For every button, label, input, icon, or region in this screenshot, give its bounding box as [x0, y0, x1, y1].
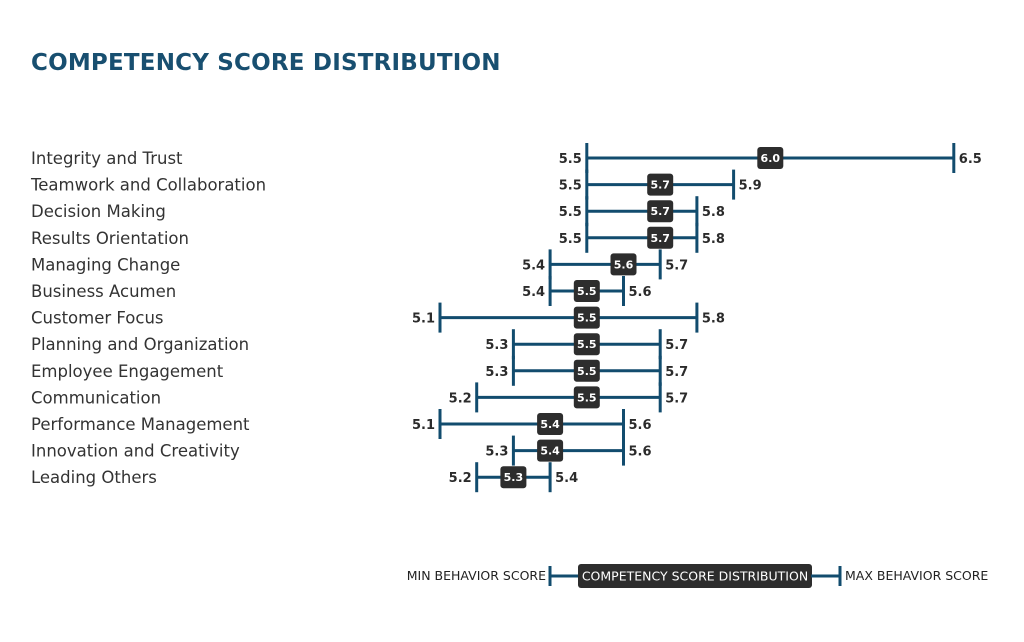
legend-badge	[578, 564, 812, 588]
max-value-label: 5.7	[665, 391, 688, 406]
legend-mid-label: COMPETENCY SCORE DISTRIBUTION	[582, 569, 808, 584]
min-value-label: 5.2	[449, 391, 472, 406]
row-label: Performance Management	[31, 415, 250, 434]
max-value-label: 5.7	[665, 338, 688, 353]
max-value-label: 5.8	[702, 232, 725, 247]
row-label: Leading Others	[31, 468, 157, 487]
min-value-label: 5.4	[522, 258, 545, 273]
score-value-label: 5.3	[504, 471, 524, 484]
row-label: Business Acumen	[31, 282, 176, 301]
min-value-label: 5.4	[522, 285, 545, 300]
max-value-label: 5.9	[739, 179, 762, 194]
max-value-label: 5.8	[702, 312, 725, 327]
row-label: Results Orientation	[31, 229, 189, 248]
min-value-label: 5.3	[485, 338, 508, 353]
min-value-label: 5.5	[559, 179, 582, 194]
row-label: Managing Change	[31, 255, 180, 274]
chart-title: COMPETENCY SCORE DISTRIBUTION	[31, 50, 501, 76]
score-badge	[647, 173, 674, 196]
score-value-label: 5.7	[650, 232, 670, 245]
score-value-label: 5.5	[577, 365, 597, 378]
score-badge	[573, 333, 600, 356]
row-label: Teamwork and Collaboration	[30, 176, 266, 195]
max-value-label: 5.6	[629, 418, 652, 433]
row-label: Innovation and Creativity	[31, 442, 240, 461]
max-value-label: 5.8	[702, 205, 725, 220]
min-value-label: 5.3	[485, 445, 508, 460]
min-value-label: 5.5	[559, 205, 582, 220]
score-badge	[573, 386, 600, 409]
score-badge	[537, 439, 564, 462]
row-label: Decision Making	[31, 202, 166, 221]
score-badge	[573, 359, 600, 382]
min-value-label: 5.5	[559, 232, 582, 247]
min-value-label: 5.2	[449, 471, 472, 486]
row-label: Planning and Organization	[31, 335, 249, 354]
score-value-label: 5.6	[614, 258, 634, 271]
score-value-label: 5.4	[540, 445, 560, 458]
score-value-label: 5.7	[650, 205, 670, 218]
score-badge	[573, 280, 600, 302]
max-value-label: 5.6	[629, 445, 652, 460]
score-value-label: 5.7	[650, 179, 670, 192]
max-value-label: 6.5	[959, 152, 982, 167]
score-badge	[500, 466, 527, 489]
score-value-label: 5.4	[540, 418, 560, 431]
row-label: Integrity and Trust	[31, 149, 183, 168]
row-label: Customer Focus	[31, 309, 164, 328]
score-value-label: 5.5	[577, 391, 597, 404]
score-badge	[610, 253, 637, 276]
score-badge	[647, 226, 674, 249]
score-value-label: 6.0	[761, 152, 781, 165]
score-badge	[573, 306, 600, 329]
min-value-label: 5.3	[485, 365, 508, 380]
legend-min-label: MIN BEHAVIOR SCORE	[407, 568, 546, 583]
max-value-label: 5.7	[665, 258, 688, 273]
min-value-label: 5.5	[559, 152, 582, 167]
max-value-label: 5.4	[555, 471, 578, 486]
score-badge	[647, 200, 674, 223]
max-value-label: 5.7	[665, 365, 688, 380]
row-label: Communication	[31, 388, 161, 407]
max-value-label: 5.6	[629, 285, 652, 300]
min-value-label: 5.1	[412, 418, 435, 433]
score-badge	[537, 413, 564, 435]
score-badge	[757, 147, 784, 169]
score-value-label: 5.5	[577, 312, 597, 325]
legend-max-label: MAX BEHAVIOR SCORE	[845, 568, 988, 583]
row-label: Employee Engagement	[31, 362, 224, 381]
min-value-label: 5.1	[412, 312, 435, 327]
score-value-label: 5.5	[577, 285, 597, 298]
score-value-label: 5.5	[577, 338, 597, 351]
